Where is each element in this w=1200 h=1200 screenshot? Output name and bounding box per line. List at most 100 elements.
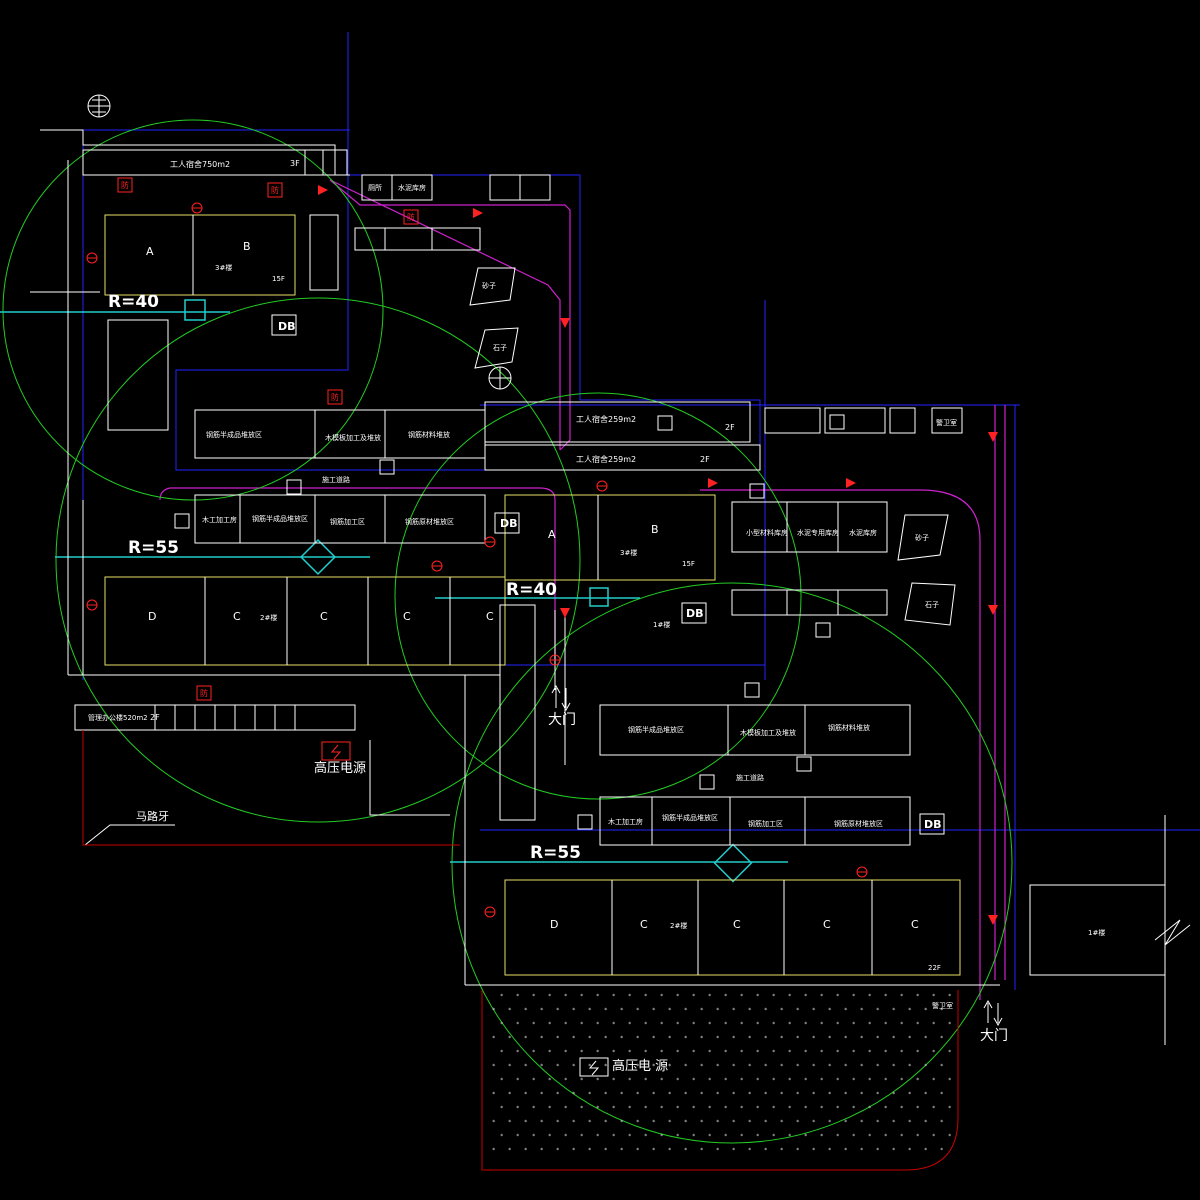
hatch-mark: * xyxy=(604,1091,607,1098)
crane-radius-circle xyxy=(55,297,581,823)
hatch-mark: * xyxy=(620,1147,623,1154)
yard-label: 钢筋材料堆放 xyxy=(408,430,450,439)
hatch-mark: * xyxy=(852,1133,855,1140)
hatch-mark: * xyxy=(660,1049,663,1056)
hatch-mark: * xyxy=(820,1105,823,1112)
hatch-mark: * xyxy=(684,1091,687,1098)
hatch-mark: * xyxy=(764,1063,767,1070)
hatch-mark: * xyxy=(652,1063,655,1070)
hatch-mark: * xyxy=(676,1105,679,1112)
hatch-mark: * xyxy=(572,1063,575,1070)
hatch-mark: * xyxy=(748,1007,751,1014)
hatch-mark: * xyxy=(556,1091,559,1098)
hatch-mark: * xyxy=(652,1091,655,1098)
building-2-block xyxy=(104,576,506,666)
hatch-mark: * xyxy=(860,1063,863,1070)
hatch-mark: * xyxy=(676,993,679,1000)
hatch-mark: * xyxy=(764,1091,767,1098)
hatch-mark: * xyxy=(756,1049,759,1056)
hatch-mark: * xyxy=(916,993,919,1000)
hatch-mark: * xyxy=(692,993,695,1000)
hatch-mark: * xyxy=(516,1105,519,1112)
hatch-mark: * xyxy=(628,1077,631,1084)
hatch-mark: * xyxy=(812,1119,815,1126)
hatch-mark: * xyxy=(788,1021,791,1028)
hatch-mark: * xyxy=(524,1147,527,1154)
hatch-mark: * xyxy=(508,1063,511,1070)
hatch-mark: * xyxy=(892,1007,895,1014)
block-label: D xyxy=(148,610,156,623)
hatch-mark: * xyxy=(860,1035,863,1042)
hatch-mark: * xyxy=(868,1133,871,1140)
hatch-mark: * xyxy=(812,1063,815,1070)
workshop-row-east xyxy=(599,796,911,846)
hatch-mark: * xyxy=(788,1049,791,1056)
sand-label: 砂子 xyxy=(482,281,496,290)
gate-label: 大门 xyxy=(980,1028,1008,1044)
block-label: C xyxy=(233,610,241,623)
hatch-mark: * xyxy=(812,1035,815,1042)
hatch-mark: * xyxy=(596,993,599,1000)
fire-mark: 防 xyxy=(407,212,415,222)
hatch-mark: * xyxy=(660,993,663,1000)
hatch-mark: * xyxy=(700,1091,703,1098)
hatch-mark: * xyxy=(932,1133,935,1140)
workshop-label: 钢筋半成品堆放区 xyxy=(662,813,718,822)
block-label: C xyxy=(640,918,648,931)
road-edge-label: 马路牙 xyxy=(136,810,169,823)
hatch-mark: * xyxy=(588,1063,591,1070)
hatch-mark: * xyxy=(748,1063,751,1070)
hatch-mark: * xyxy=(732,1035,735,1042)
hatch-mark: * xyxy=(676,1021,679,1028)
hatch-mark: * xyxy=(812,1147,815,1154)
hatch-mark: * xyxy=(492,1147,495,1154)
hatch-mark: * xyxy=(524,1035,527,1042)
block-label: B xyxy=(243,240,251,253)
hatch-mark: * xyxy=(548,1077,551,1084)
power-label: 高压电 源 xyxy=(612,1058,668,1074)
hatch-mark: * xyxy=(524,1063,527,1070)
hatch-mark: * xyxy=(700,1035,703,1042)
building-label: 2#楼 xyxy=(670,921,687,930)
hatch-mark: * xyxy=(692,1133,695,1140)
hatch-mark: * xyxy=(508,1007,511,1014)
hatch-mark: * xyxy=(732,1063,735,1070)
hatch-mark: * xyxy=(756,993,759,1000)
hatch-mark: * xyxy=(756,1133,759,1140)
hatch-mark: * xyxy=(556,1147,559,1154)
hatch-mark: * xyxy=(732,1147,735,1154)
hatch-mark: * xyxy=(788,993,791,1000)
hatch-mark: * xyxy=(780,1063,783,1070)
building-label: 3#楼 xyxy=(215,263,232,272)
hatch-mark: * xyxy=(524,1119,527,1126)
hatch-mark: * xyxy=(684,1119,687,1126)
hatch-mark: * xyxy=(620,1119,623,1126)
hatch-mark: * xyxy=(540,1147,543,1154)
hatch-mark: * xyxy=(588,1119,591,1126)
hatch-mark: * xyxy=(764,1007,767,1014)
crane-radius-circle xyxy=(451,582,1013,1144)
hatch-mark: * xyxy=(924,1007,927,1014)
hatch-mark: * xyxy=(700,1119,703,1126)
hatch-mark: * xyxy=(612,1077,615,1084)
hatch-mark: * xyxy=(644,1021,647,1028)
dorm-label: 工人宿舍750m2 xyxy=(170,159,230,169)
hatch-mark: * xyxy=(828,1007,831,1014)
hatch-mark: * xyxy=(740,1021,743,1028)
south-hatched-area: * * * * * * * * * * * * * * * * * * * * * * * * * * * * * * * * * * * * * * * *… xyxy=(481,990,959,1171)
hatch-mark: * xyxy=(772,993,775,1000)
guard-label: 警卫室 xyxy=(936,418,957,427)
dorm-label: 工人宿舍259m2 xyxy=(576,454,636,464)
hatch-mark: * xyxy=(932,1077,935,1084)
hatch-pattern: * * * * * * * * * * * * * * * * * * * * * * * * * * * * * * * * * * * * * * * *… xyxy=(492,993,951,1154)
hatch-mark: * xyxy=(508,1147,511,1154)
hatch-mark: * xyxy=(492,1091,495,1098)
hatch-mark: * xyxy=(564,1077,567,1084)
hatch-mark: * xyxy=(812,1007,815,1014)
gate-label: 大门 xyxy=(548,712,576,728)
hatch-mark: * xyxy=(588,1091,591,1098)
hatch-mark: * xyxy=(932,1021,935,1028)
hatch-mark: * xyxy=(772,1133,775,1140)
hatch-mark: * xyxy=(796,1147,799,1154)
hatch-mark: * xyxy=(564,1021,567,1028)
